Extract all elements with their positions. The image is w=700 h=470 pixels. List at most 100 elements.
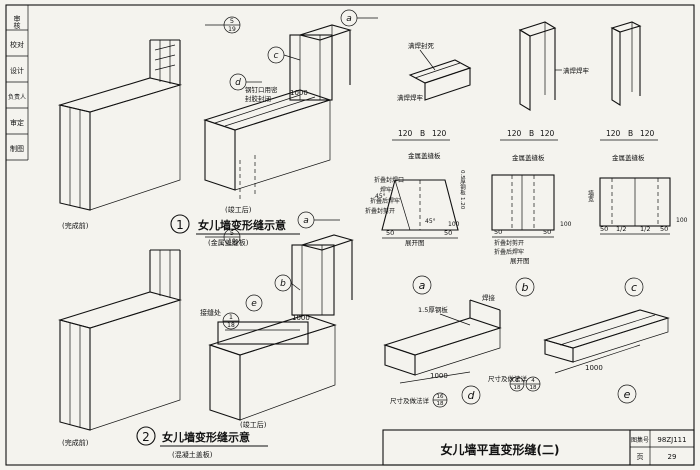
svg-text:4: 4	[531, 378, 535, 384]
svg-text:5: 5	[230, 17, 234, 25]
svg-text:19: 19	[228, 238, 236, 245]
svg-text:b: b	[280, 279, 286, 289]
detail-weld-label-1: 满焊封死	[408, 41, 435, 50]
diagram2-parapet-concrete-cover: (完成前) (竣工后) 1000 接缝处 5 19 a b	[58, 211, 354, 459]
detail-c-side-label: 墙宽	[587, 189, 594, 203]
sheet-border	[5, 4, 695, 466]
detail-a-angle: 45°	[375, 193, 386, 200]
svg-text:a: a	[303, 216, 309, 226]
svg-text:e: e	[251, 299, 257, 309]
detail-b-cut-label: 折叠封剪开	[494, 239, 524, 247]
strip-label: 审定	[10, 118, 24, 127]
detail-d-note: 尺寸及做法详	[390, 396, 430, 405]
detail-b-label-circle	[515, 277, 535, 297]
detail-weld-label-3: 满焊焊牢	[563, 66, 590, 75]
diagram2-note-joint: 接缝处	[200, 308, 221, 317]
detail-e-ref1: 6 18	[509, 376, 525, 392]
svg-text:6: 6	[515, 378, 519, 384]
detail-d-label-circle	[461, 385, 481, 405]
detail-c-cover-label: 金属盖缝板	[612, 153, 645, 162]
detail-e-label-circle	[617, 384, 637, 404]
detail-b-bottom-dim: 展开图	[510, 257, 530, 265]
svg-text:a: a	[346, 14, 352, 24]
diagram1-callout-5-19: 5 19	[205, 16, 241, 34]
detail-a-bottom-dim: 50	[386, 229, 394, 237]
detail-c-dim: 120	[606, 129, 621, 138]
diagram1-before-top	[57, 77, 183, 113]
diagram2-callout-5-19: 5 19	[205, 228, 241, 246]
detail-e-note: 尺寸及做法详	[488, 374, 528, 383]
strip-label: 设计	[10, 66, 24, 75]
detail-a-thick-note: 0.5厚钢板 1.20	[459, 170, 466, 210]
diagram2-before-label: (完成前)	[62, 438, 89, 447]
detail-d-ref-top: 16	[437, 394, 444, 400]
detail-b-cover-label: 金属盖缝板	[512, 153, 545, 162]
strip-label: 审核	[13, 14, 21, 30]
detail-a-bottom-dim: 展开图	[405, 239, 425, 247]
diagram2-title: 女儿墙变形缝示意	[162, 430, 250, 444]
detail-a-label-circle	[412, 275, 432, 295]
detail-c-label-circle	[624, 277, 644, 297]
diagram2-callout-a: a	[297, 211, 340, 229]
detail-d: 1.5厚钢板 焊接 1000 尺寸及做法详 16 18 d	[383, 293, 502, 408]
svg-text:c: c	[274, 51, 279, 61]
detail-a-bottom-dim: 50	[444, 229, 452, 237]
atlas-label: 图集号	[631, 436, 649, 444]
strip-label: 负责人	[8, 93, 26, 101]
diagram1-title: 女儿墙变形缝示意	[198, 218, 286, 232]
strip-label: 制图	[10, 144, 24, 153]
diagram2-subtitle: (混凝土盖板)	[172, 450, 213, 459]
detail-e-ref2: 4 18	[525, 376, 541, 392]
diagram1-before-side	[89, 84, 181, 211]
diagram1-subtitle: (金属盖缝板)	[208, 238, 249, 247]
diagram1-number: 1	[176, 218, 184, 232]
detail-b-label: b	[522, 281, 529, 294]
detail-d-ref-bottom: 18	[437, 401, 444, 407]
svg-text:18: 18	[227, 322, 235, 329]
diagram2-dim-1000: 1000	[292, 314, 310, 322]
detail-b-bottom-dim: 50	[543, 228, 551, 236]
detail-b-side-dim: 100	[560, 221, 572, 228]
top-detail-bent-plates: 满焊封死 满焊焊牢 满焊焊牢	[397, 21, 642, 111]
detail-a-bend-label: 折叠后焊牢	[370, 197, 400, 205]
diagram2-number-circle	[136, 426, 156, 446]
detail-d-plate-top	[383, 317, 502, 356]
svg-text:1: 1	[229, 313, 233, 321]
diagram2-after-label: (竣工后)	[240, 420, 267, 429]
detail-c-bottom-dim: 50	[600, 225, 608, 233]
left-signature-strip: 审核 校对 设计 负责人 审定 制图	[6, 5, 29, 161]
diagram1-before-face	[59, 104, 91, 211]
diagram1-callout-a: a	[340, 9, 378, 27]
detail-a-plate	[381, 179, 459, 231]
diagram1-after-label: (竣工后)	[225, 205, 252, 214]
diagram1-callout-d: d	[229, 73, 262, 91]
detail-b-bottom-dim: 50	[494, 228, 502, 236]
svg-text:18: 18	[530, 385, 537, 391]
strip-label: 校对	[10, 40, 24, 49]
detail-d-plate-label: 1.5厚钢板	[418, 305, 448, 314]
detail-c-bottom-dim: 50	[660, 225, 668, 233]
svg-text:5: 5	[230, 229, 234, 237]
detail-b-dim: 120	[540, 129, 555, 138]
detail-b-dim: B	[529, 129, 534, 138]
detail-c-side-dim: 100	[676, 217, 688, 224]
atlas-number: 98ZJ111	[657, 436, 686, 444]
diagram1-parapet-metal-cover: (完成前) (竣工后) 1000 钢钉口用密 封胶封闭 5 19 a	[57, 9, 378, 247]
detail-weld-label-2: 满焊焊牢	[397, 93, 424, 102]
diagram1-dim-1000: 1000	[290, 89, 308, 97]
page-label: 页	[637, 453, 644, 461]
detail-b-bend-label: 折叠后焊牢	[494, 248, 524, 256]
detail-c-bottom-dim: 1/2	[616, 225, 626, 233]
diagram2-number: 2	[142, 430, 150, 444]
detail-d-label: d	[468, 389, 476, 402]
detail-b-plate	[491, 174, 555, 231]
diagram2-callout-b: b	[274, 274, 301, 292]
detail-d-dim: 1000	[430, 372, 448, 380]
svg-text:19: 19	[228, 26, 236, 33]
detail-a-edge-label: 折叠封焊口	[374, 176, 404, 184]
diagram2-callout-e: e	[245, 294, 263, 312]
detail-c-label: c	[631, 281, 637, 294]
diagram2-concrete-slab	[217, 321, 309, 345]
